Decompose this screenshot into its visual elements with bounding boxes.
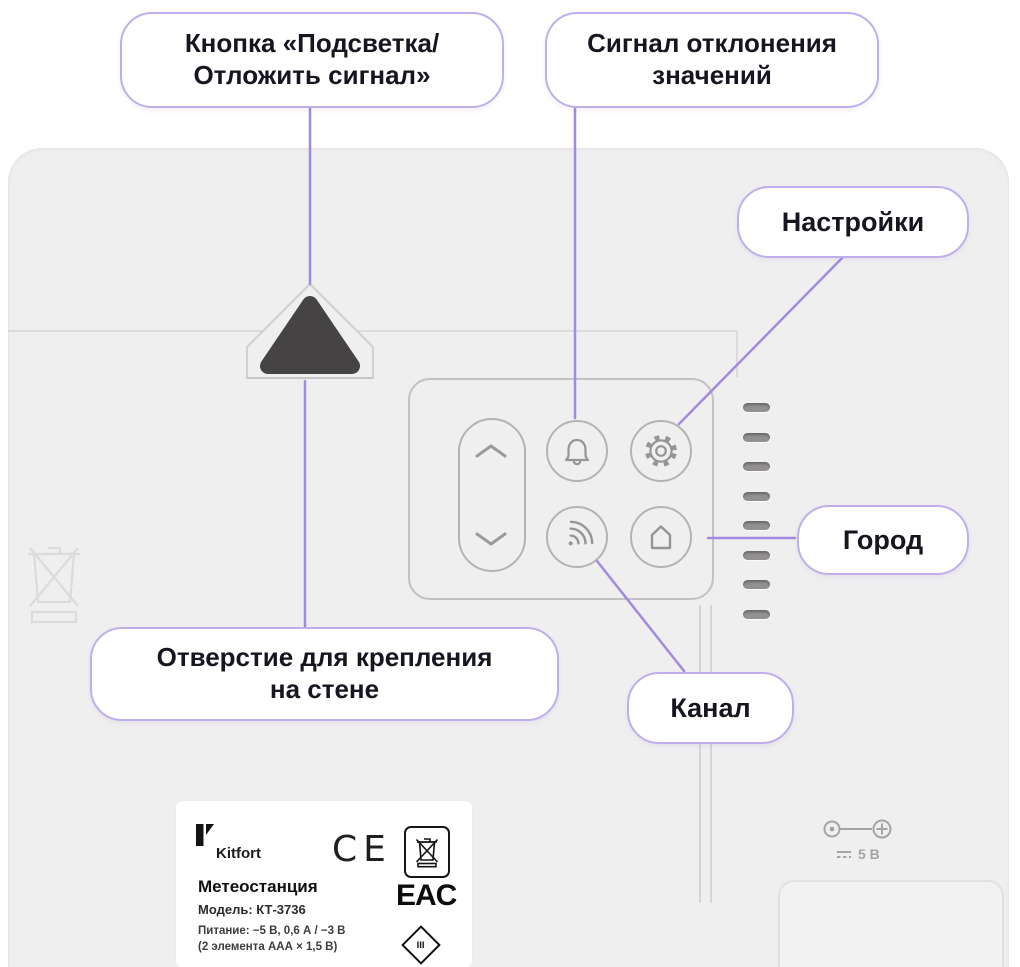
wifi-signal-icon [568, 520, 594, 546]
power-spec: Питание: −5 В, 0,6 А / −3 В [198, 925, 346, 937]
psu-voltage-value: 5 В [858, 846, 880, 862]
bell-icon [564, 438, 590, 466]
product-name: Метеостанция [198, 877, 318, 896]
brand-name: Kitfort [216, 845, 261, 862]
battery-spec: (2 элемента ААА × 1,5 В) [198, 941, 338, 953]
callout-channel: Канал [627, 672, 794, 744]
class-iii-mark: III [401, 925, 441, 965]
vent-slot [743, 462, 770, 472]
channel-button[interactable] [546, 506, 608, 568]
vent-slot [743, 432, 770, 442]
crossed-bin-icon [415, 838, 439, 868]
weee-label-mark [404, 826, 450, 878]
callout-backlight-snooze-text: Кнопка «Подсветка/ Отложить сигнал» [184, 28, 440, 90]
callout-city-text: Город [842, 524, 924, 555]
callout-backlight-snooze: Кнопка «Подсветка/ Отложить сигнал» [120, 12, 504, 108]
vent-slot [743, 550, 770, 560]
psu-voltage-caption: 5 В [836, 846, 880, 862]
vent-slot [743, 491, 770, 501]
callout-deviation-alarm: Сигнал отклонения значений [545, 12, 879, 108]
city-home-button[interactable] [630, 506, 692, 568]
chevron-up-icon [475, 444, 507, 458]
vent-slot [743, 403, 770, 412]
alarm-signal-button[interactable] [546, 420, 608, 482]
vent-slot [743, 521, 770, 531]
product-label: Kitfort CE Метеостанция Модель: КТ-3736 … [175, 800, 473, 967]
gear-icon [645, 435, 677, 467]
eac-mark: EAC [396, 879, 457, 912]
kitfort-logo-icon [196, 824, 214, 846]
class-iii-text: III [417, 939, 425, 951]
chevron-down-icon [475, 532, 507, 546]
house-icon [650, 525, 672, 550]
callout-settings: Настройки [737, 186, 969, 258]
callout-deviation-alarm-text: Сигнал отклонения значений [587, 28, 837, 90]
callout-mount-hole-text: Отверстие для крепления на стене [156, 642, 493, 704]
button-panel [408, 378, 714, 600]
callout-settings-text: Настройки [781, 206, 925, 237]
battery-compartment-door [778, 880, 1004, 967]
model-number: Модель: КТ-3736 [198, 902, 306, 917]
up-down-rocker-button[interactable] [458, 418, 526, 572]
callout-channel-text: Канал [670, 692, 751, 723]
settings-button[interactable] [630, 420, 692, 482]
vent-slot [743, 580, 770, 590]
callout-city: Город [797, 505, 969, 575]
dc-symbol-icon [837, 851, 851, 858]
ventilation-slots [743, 403, 770, 619]
callout-mount-hole: Отверстие для крепления на стене [90, 627, 559, 721]
ce-mark: CE [332, 829, 392, 870]
vent-slot [743, 609, 770, 619]
